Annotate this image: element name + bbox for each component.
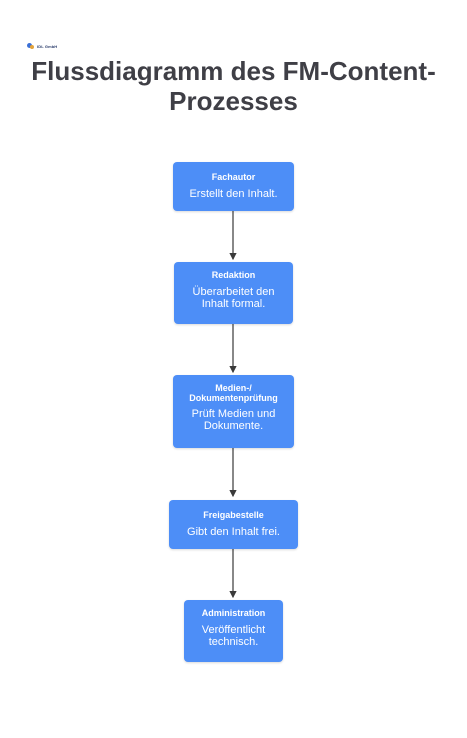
node-title: Administration [201,608,266,618]
node-medien-dokumentenpruefung: Medien-/ Dokumentenprüfung Prüft Medien … [173,375,294,448]
logo-icon [27,42,35,50]
node-description: Prüft Medien und Dokumente. [191,408,276,432]
node-title: Redaktion [211,270,256,280]
node-title: Medien-/ Dokumentenprüfung [189,383,278,403]
node-fachautor: Fachautor Erstellt den Inhalt. [173,162,294,211]
node-description: Erstellt den Inhalt. [189,188,278,200]
node-title: Freigabestelle [203,510,264,520]
node-redaktion: Redaktion Überarbeitet den Inhalt formal… [174,262,293,324]
node-description: Veröffentlicht technisch. [201,624,266,648]
node-title: Fachautor [211,172,256,182]
node-description: Überarbeitet den Inhalt formal. [192,286,275,310]
node-description: Gibt den Inhalt frei. [187,526,280,538]
company-logo: IDL GmbH [27,42,57,50]
node-administration: Administration Veröffentlicht technisch. [184,600,283,662]
page-title: Flussdiagramm des FM-Content-Prozesses [31,56,436,116]
node-freigabestelle: Freigabestelle Gibt den Inhalt frei. [169,500,298,549]
logo-text: IDL GmbH [37,43,58,49]
